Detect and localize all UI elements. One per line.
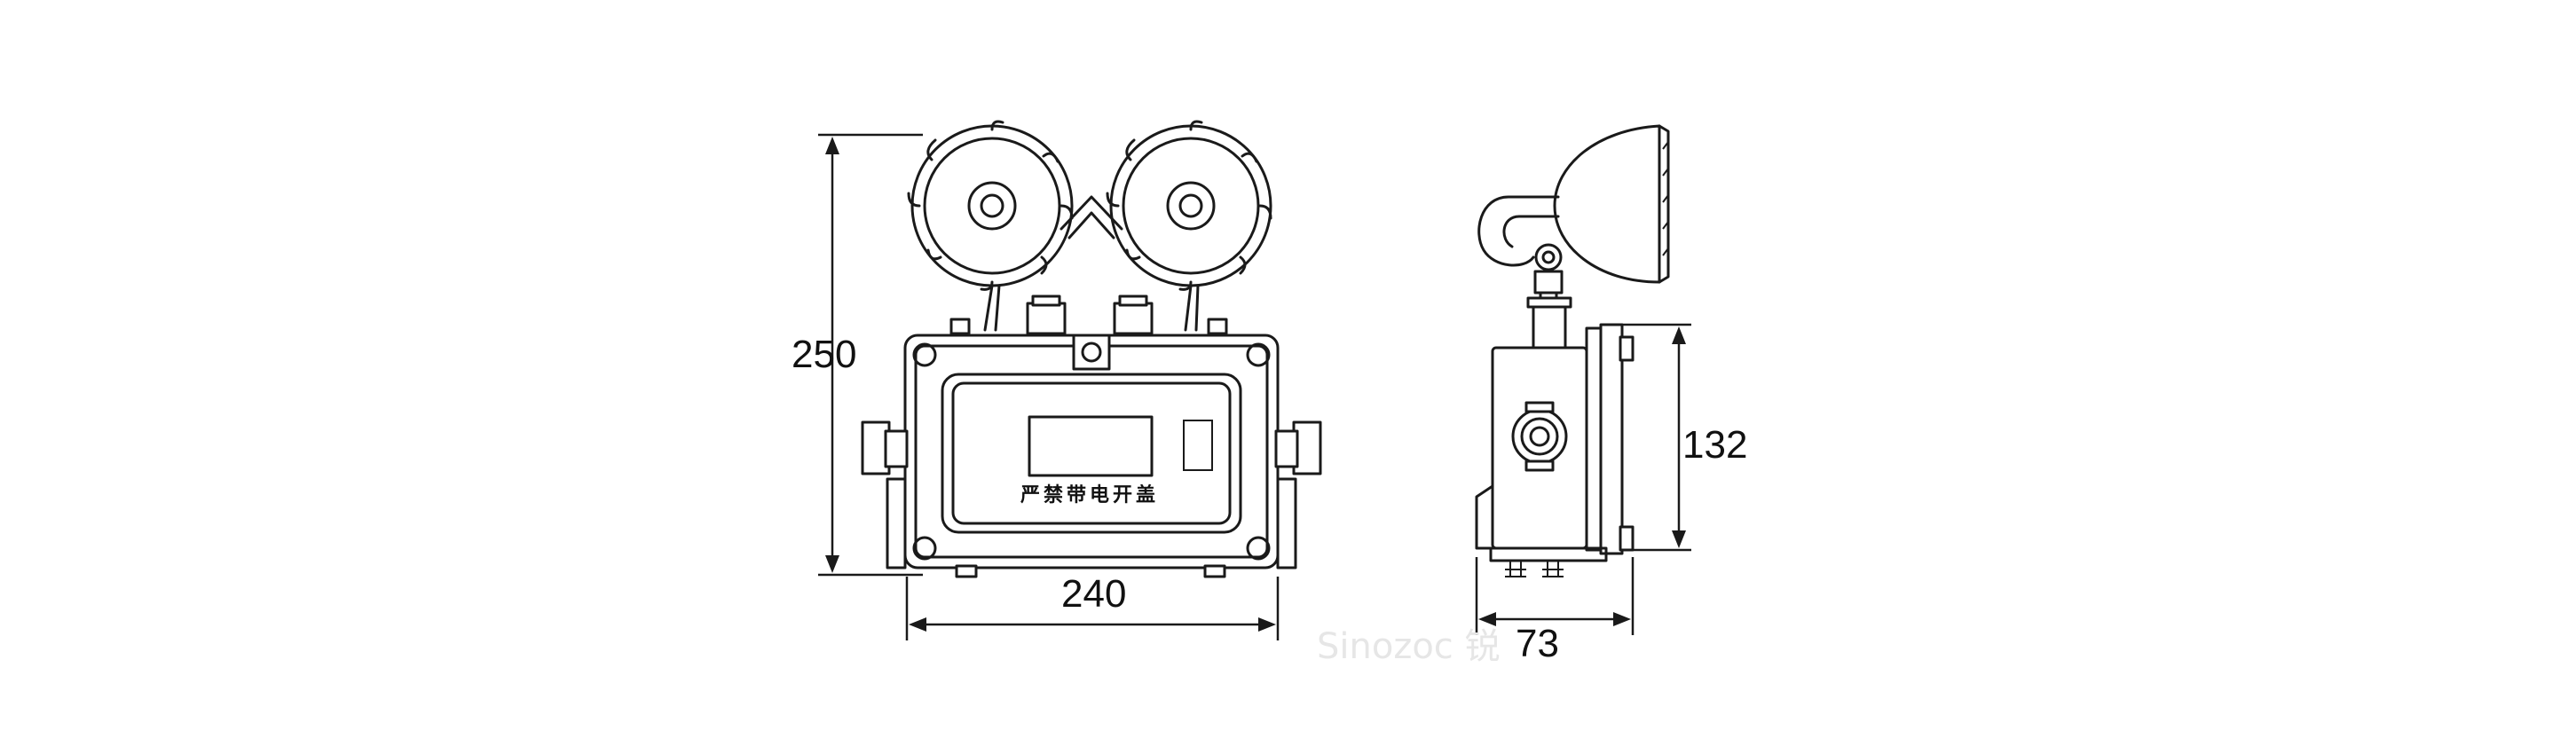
side-depth-dimension: 73 [1475,557,1635,665]
height-dimension: 250 [792,133,923,577]
height-label: 250 [792,333,856,376]
left-lamp-head [907,120,1074,291]
right-lamp-head [1106,120,1272,291]
side-housing [1475,323,1635,577]
front-view: 严禁带电开盖 [861,120,1322,578]
front-feet [886,477,1297,578]
side-depth-label: 73 [1516,622,1559,665]
side-glands [861,420,1322,475]
side-height-label: 132 [1682,423,1747,467]
side-height-dimension: 132 [1622,323,1747,552]
side-hook [1477,195,1560,267]
lamp-bracket [1060,195,1123,240]
front-housing: 严禁带电开盖 [903,334,1280,569]
front-plate-text: 严禁带电开盖 [1020,483,1159,507]
width-dimension: 240 [905,572,1280,640]
lamp-stems [983,284,1200,332]
side-swivel [1534,243,1563,271]
top-glands [949,295,1228,335]
side-lamp-dome [1553,124,1661,284]
side-view [1475,124,1670,577]
watermark: Sinozoc 锐 [1317,626,1501,667]
width-label: 240 [1061,572,1126,616]
